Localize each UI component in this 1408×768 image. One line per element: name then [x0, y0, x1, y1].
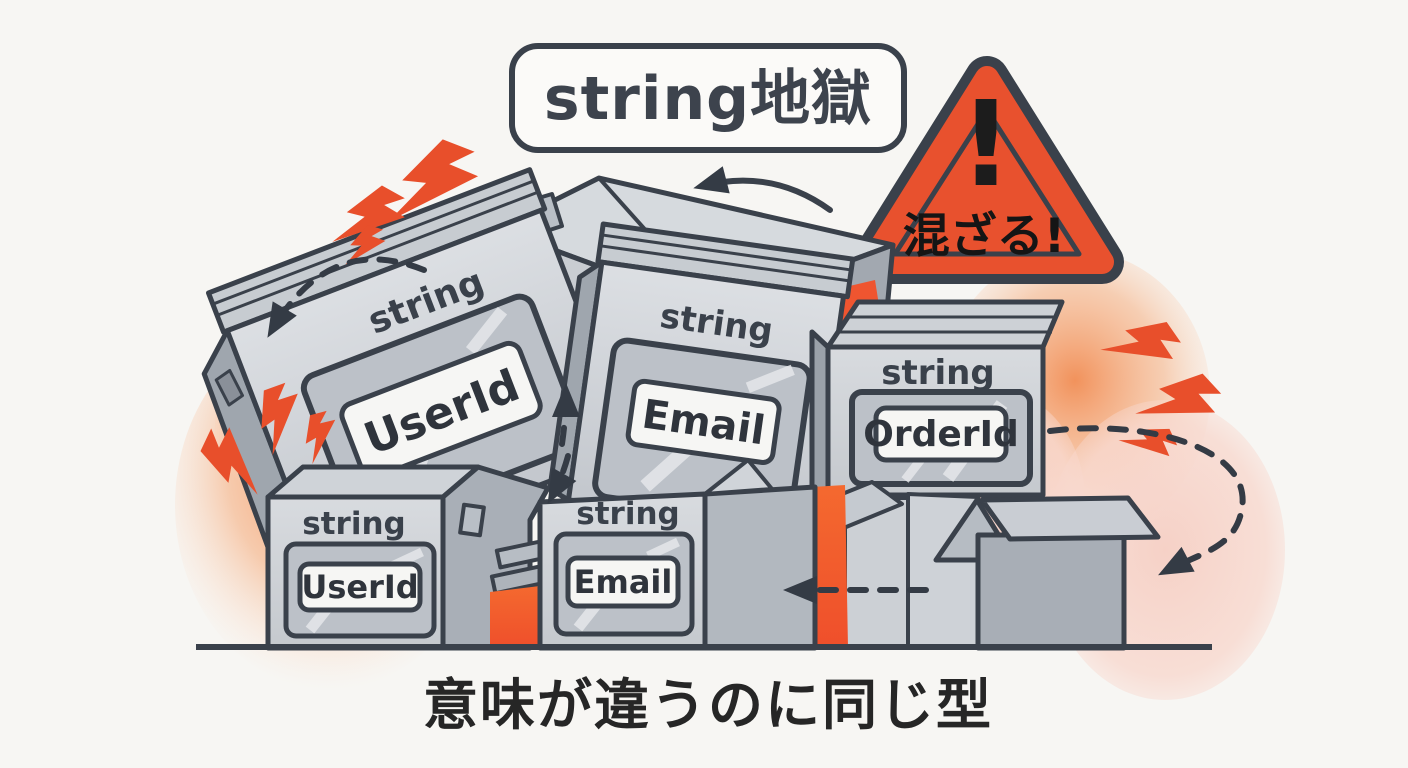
curved-arrow-top — [693, 166, 833, 213]
orderid-top — [825, 299, 1065, 350]
orderid-type-label: string — [881, 353, 994, 393]
warning-exclamation: ! — [959, 75, 1013, 213]
bottom-userid-type-label: string — [302, 506, 405, 542]
lightning-bolt-icon — [305, 410, 336, 465]
bottom-userid-plate — [297, 561, 423, 613]
tilted-userid-notch — [214, 368, 245, 407]
lightning-bolts — [200, 139, 1222, 495]
title-bubble-frame — [509, 43, 907, 153]
lightning-cluster-bottom-left — [200, 382, 336, 495]
lightning-bolt-icon — [332, 185, 405, 242]
open-box-front — [975, 532, 1127, 651]
warning-triangle-fill — [860, 66, 1114, 274]
dashed-arrow-left-arc — [267, 256, 427, 338]
lightning-bolt-icon — [200, 427, 258, 495]
arrows — [267, 166, 1246, 604]
shine-stripe — [465, 307, 508, 355]
lightning-bolt-icon — [1135, 373, 1222, 414]
title-text: string地獄 — [544, 64, 872, 134]
bottom-userid-tag: UserId — [301, 568, 418, 606]
warning-triangle-inner-line — [892, 107, 1082, 257]
bottom-email-open-flap-left — [703, 458, 774, 496]
box-open-right — [906, 492, 1161, 651]
box-orderid: string OrderId — [809, 299, 1065, 563]
lightning-cluster-top-left — [332, 139, 479, 265]
dashed-arrow-right-arc — [1047, 425, 1246, 576]
lightning-bolt-icon — [388, 139, 479, 222]
caption-text: 意味が違うのに同じ型 — [423, 673, 993, 737]
hot-gap-bottom-left — [490, 586, 540, 648]
tilted-email-lid-line2 — [601, 244, 848, 283]
orderid-tag: OrderId — [863, 414, 1018, 455]
hot-gap-bottom-right — [812, 485, 848, 648]
shine-stripe — [745, 364, 795, 393]
dashed-arrow-center-down — [547, 453, 577, 504]
open-box-lid — [979, 495, 1161, 542]
dashed-arrow-center-up — [551, 383, 580, 447]
warning-triangle-icon: ! 混ざる! — [850, 56, 1124, 284]
lightning-bolt-icon — [1118, 428, 1178, 457]
orderid-plate — [873, 405, 1009, 463]
tilted-userid-lid-line2 — [218, 191, 537, 317]
bottom-email-side — [702, 484, 818, 651]
warning-label: 混ざる! — [903, 209, 1065, 264]
bottom-email-type-label: string — [576, 496, 679, 532]
lightning-bolt-icon — [1100, 322, 1181, 359]
bottom-email-tag: Email — [574, 563, 673, 601]
bottom-email-plate — [565, 555, 681, 609]
lightning-cluster-right — [1100, 322, 1222, 457]
tilted-email-plate — [625, 378, 782, 465]
lightning-bolt-icon — [345, 224, 386, 265]
tilted-email-lid-line1 — [603, 233, 850, 272]
shine-stripe — [646, 537, 680, 561]
tilted-userid-plate — [339, 340, 543, 480]
bottom-userid-notch — [458, 502, 486, 538]
title-bubble: string地獄 — [509, 43, 907, 153]
lightning-bolt-icon — [261, 382, 298, 456]
